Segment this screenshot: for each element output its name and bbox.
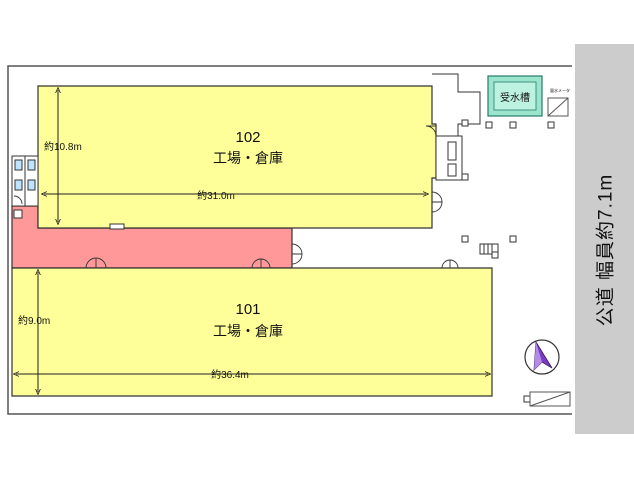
site-boundary: [7, 65, 572, 415]
unit-102-use: 工場・倉庫: [213, 150, 283, 166]
water-tank-label: 受水槽: [500, 91, 530, 104]
unit-101-depth-label: 約9.0m: [18, 314, 50, 327]
entrance-gates: [529, 97, 571, 407]
building-101: [11, 267, 493, 397]
unit-102-width-label: 約31.0m: [197, 189, 235, 202]
unit-102-depth-label: 約10.8m: [44, 140, 82, 153]
doors: [13, 125, 459, 269]
water-tank: 受水槽: [487, 75, 543, 117]
unit-101-number: 101: [235, 301, 260, 318]
restroom-block: [11, 155, 39, 219]
unit-101-width-label: 約36.4m: [211, 368, 249, 381]
unit-101-use: 工場・倉庫: [213, 323, 283, 339]
meter-label: 量水メータ: [550, 87, 570, 93]
annex-rooms: [432, 73, 481, 181]
stairs: [479, 243, 499, 255]
north-compass-icon: [524, 339, 560, 375]
unit-102-number: 102: [235, 129, 260, 146]
public-road: [575, 44, 634, 434]
post-markers: [109, 119, 555, 403]
road-label: 公道 幅員約7.1m: [595, 173, 617, 327]
